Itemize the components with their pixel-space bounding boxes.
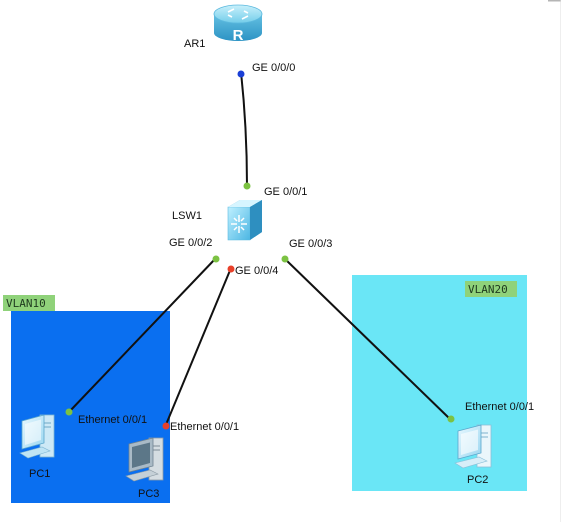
link-lsw1-pc3[interactable] bbox=[164, 267, 232, 428]
port-label-pc2-eth: Ethernet 0/0/1 bbox=[465, 401, 534, 413]
switch-lsw1[interactable]: LSW1 bbox=[172, 200, 262, 241]
svg-text:R: R bbox=[233, 27, 244, 44]
pc2-name: PC2 bbox=[467, 474, 488, 486]
link-lsw1-pc1[interactable] bbox=[68, 257, 217, 413]
port-dot-lsw1-ge001[interactable] bbox=[243, 182, 251, 190]
links bbox=[68, 71, 451, 428]
port-dot-pc1-eth[interactable] bbox=[65, 408, 73, 416]
pc-icon bbox=[125, 437, 164, 482]
port-dot-pc3-eth[interactable] bbox=[162, 422, 170, 430]
vlan20-label: VLAN20 bbox=[468, 283, 508, 296]
switch-name: LSW1 bbox=[172, 210, 202, 222]
port-dot-lsw1-ge004[interactable] bbox=[227, 265, 235, 273]
pc-icon bbox=[19, 414, 55, 459]
vlan20-region bbox=[352, 275, 527, 491]
pc3-name: PC3 bbox=[138, 488, 159, 500]
router-icon: R bbox=[213, 4, 263, 44]
port-dot-lsw1-ge003[interactable] bbox=[281, 255, 289, 263]
pc1[interactable]: PC1 bbox=[19, 414, 55, 480]
port-label-ar1-ge000: GE 0/0/0 bbox=[252, 62, 295, 74]
vlan20-area[interactable]: VLAN20 bbox=[352, 275, 527, 491]
port-label-lsw1-ge004: GE 0/0/4 bbox=[235, 265, 278, 277]
port-dot-pc2-eth[interactable] bbox=[447, 415, 455, 423]
pc-icon bbox=[454, 424, 492, 469]
vlan10-label: VLAN10 bbox=[6, 297, 46, 310]
router-name: AR1 bbox=[184, 38, 205, 50]
port-dot-ar1-ge000[interactable] bbox=[237, 70, 245, 78]
port-label-lsw1-ge002: GE 0/0/2 bbox=[169, 237, 212, 249]
vlan10-region bbox=[11, 311, 170, 503]
pc2[interactable]: PC2 bbox=[454, 424, 492, 486]
pc3[interactable]: PC3 bbox=[125, 437, 164, 500]
port-label-lsw1-ge003: GE 0/0/3 bbox=[289, 238, 332, 250]
vlan10-tag bbox=[3, 295, 55, 311]
link-ar1-lsw1[interactable] bbox=[240, 71, 248, 187]
link-lsw1-pc2[interactable] bbox=[283, 257, 451, 420]
vlan20-tag bbox=[465, 281, 517, 297]
vlan10-area[interactable]: VLAN10 bbox=[3, 295, 170, 503]
switch-icon bbox=[227, 200, 262, 241]
port-dot-lsw1-ge002[interactable] bbox=[212, 255, 220, 263]
port-label-pc1-eth: Ethernet 0/0/1 bbox=[78, 414, 147, 426]
port-label-lsw1-ge001: GE 0/0/1 bbox=[264, 186, 307, 198]
router-ar1[interactable]: R AR1 bbox=[184, 4, 263, 50]
pc1-name: PC1 bbox=[29, 468, 50, 480]
port-label-pc3-eth: Ethernet 0/0/1 bbox=[170, 421, 239, 433]
